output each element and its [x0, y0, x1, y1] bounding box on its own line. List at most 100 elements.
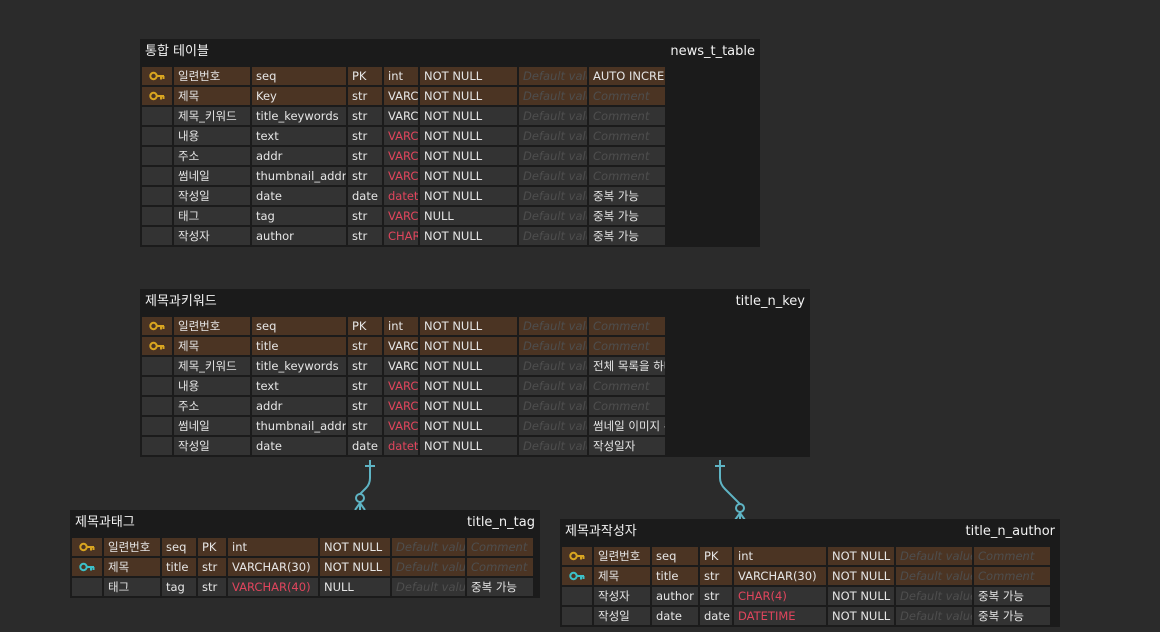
- column-type[interactable]: date: [700, 607, 732, 625]
- data-type[interactable]: VARCHAR(30): [384, 357, 418, 375]
- column-name[interactable]: author: [252, 227, 346, 245]
- data-type[interactable]: VARCHAR(100): [384, 127, 418, 145]
- column-name[interactable]: seq: [652, 547, 698, 565]
- comment[interactable]: 썸네일 이미지 주소: [589, 417, 665, 435]
- default-value[interactable]: Default value: [896, 587, 972, 605]
- column-label[interactable]: 일련번호: [594, 547, 650, 565]
- column-name[interactable]: title: [162, 558, 196, 576]
- data-type[interactable]: datetime: [384, 437, 418, 455]
- nullable[interactable]: NOT NULL: [420, 147, 517, 165]
- nullable[interactable]: NOT NULL: [320, 538, 390, 556]
- column-label[interactable]: 썸네일: [174, 167, 250, 185]
- nullable[interactable]: NOT NULL: [320, 558, 390, 576]
- column-type[interactable]: str: [348, 417, 382, 435]
- nullable[interactable]: NULL: [320, 578, 390, 596]
- comment[interactable]: 작성일자: [589, 437, 665, 455]
- column-type[interactable]: str: [348, 337, 382, 355]
- nullable[interactable]: NOT NULL: [420, 127, 517, 145]
- column-type[interactable]: str: [348, 207, 382, 225]
- data-type[interactable]: datetime: [384, 187, 418, 205]
- default-value[interactable]: Default value: [519, 227, 587, 245]
- comment[interactable]: Comment: [589, 167, 665, 185]
- comment[interactable]: Comment: [974, 567, 1050, 585]
- comment[interactable]: Comment: [589, 397, 665, 415]
- column-type[interactable]: str: [348, 107, 382, 125]
- default-value[interactable]: Default value: [392, 538, 465, 556]
- column-type[interactable]: str: [348, 147, 382, 165]
- data-type[interactable]: int: [734, 547, 826, 565]
- nullable[interactable]: NOT NULL: [420, 227, 517, 245]
- column-name[interactable]: text: [252, 127, 346, 145]
- comment[interactable]: Comment: [589, 147, 665, 165]
- column-type[interactable]: str: [348, 167, 382, 185]
- default-value[interactable]: Default value: [392, 558, 465, 576]
- data-type[interactable]: DATETIME: [734, 607, 826, 625]
- default-value[interactable]: Default value: [896, 607, 972, 625]
- column-type[interactable]: date: [348, 437, 382, 455]
- data-type[interactable]: VARCHAR(30): [384, 87, 418, 105]
- column-label[interactable]: 태그: [174, 207, 250, 225]
- column-label[interactable]: 작성일: [594, 607, 650, 625]
- column-label[interactable]: 주소: [174, 147, 250, 165]
- default-value[interactable]: Default value: [896, 567, 972, 585]
- nullable[interactable]: NOT NULL: [420, 107, 517, 125]
- nullable[interactable]: NOT NULL: [420, 357, 517, 375]
- nullable[interactable]: NOT NULL: [420, 317, 517, 335]
- column-name[interactable]: seq: [252, 67, 346, 85]
- column-type[interactable]: PK: [348, 67, 382, 85]
- data-type[interactable]: VARCHAR(30): [734, 567, 826, 585]
- comment[interactable]: Comment: [589, 127, 665, 145]
- column-type[interactable]: str: [700, 587, 732, 605]
- column-label[interactable]: 태그: [104, 578, 160, 596]
- comment[interactable]: Comment: [467, 538, 533, 556]
- comment[interactable]: Comment: [467, 558, 533, 576]
- column-label[interactable]: 작성자: [174, 227, 250, 245]
- default-value[interactable]: Default value: [519, 67, 587, 85]
- column-name[interactable]: text: [252, 377, 346, 395]
- column-label[interactable]: 내용: [174, 127, 250, 145]
- data-type[interactable]: VARCHAR(100): [384, 167, 418, 185]
- comment[interactable]: Comment: [974, 547, 1050, 565]
- default-value[interactable]: Default value: [519, 187, 587, 205]
- default-value[interactable]: Default value: [519, 167, 587, 185]
- nullable[interactable]: NULL: [420, 207, 517, 225]
- comment[interactable]: Comment: [589, 377, 665, 395]
- column-name[interactable]: title_keywords: [252, 107, 346, 125]
- column-name[interactable]: seq: [252, 317, 346, 335]
- column-name[interactable]: title: [652, 567, 698, 585]
- column-type[interactable]: str: [348, 87, 382, 105]
- nullable[interactable]: NOT NULL: [420, 87, 517, 105]
- data-type[interactable]: VARCHAR(30): [228, 558, 318, 576]
- column-name[interactable]: seq: [162, 538, 196, 556]
- column-label[interactable]: 제목: [174, 337, 250, 355]
- column-type[interactable]: str: [348, 227, 382, 245]
- column-label[interactable]: 제목_키워드: [174, 107, 250, 125]
- data-type[interactable]: VARCHAR(40): [384, 207, 418, 225]
- column-label[interactable]: 내용: [174, 377, 250, 395]
- column-type[interactable]: PK: [700, 547, 732, 565]
- column-label[interactable]: 작성일: [174, 437, 250, 455]
- comment[interactable]: 중복 가능: [589, 187, 665, 205]
- column-name[interactable]: tag: [162, 578, 196, 596]
- default-value[interactable]: Default value: [519, 317, 587, 335]
- column-label[interactable]: 썸네일: [174, 417, 250, 435]
- column-label[interactable]: 제목: [174, 87, 250, 105]
- column-type[interactable]: str: [198, 558, 226, 576]
